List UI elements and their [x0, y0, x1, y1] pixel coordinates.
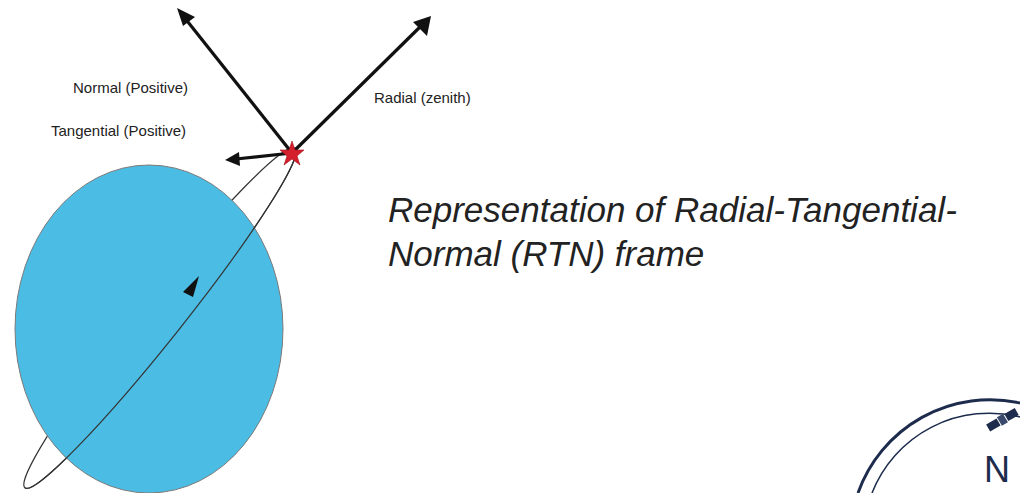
logo-ring-outer	[858, 400, 1020, 493]
normal-arrowhead	[177, 8, 195, 26]
normal-vector	[184, 17, 292, 153]
logo-ring-inner	[872, 413, 1020, 493]
orbit-ellipse	[8, 134, 313, 493]
logo-satellite	[986, 407, 1020, 432]
planet-body	[15, 165, 283, 493]
tangential-vector	[236, 153, 292, 159]
logo-letter: N	[984, 450, 1010, 490]
orbit-direction-arrow	[183, 276, 199, 297]
vector-label: Tangential (Positive)	[51, 122, 186, 140]
tangential-arrowhead	[225, 152, 240, 166]
radial-vector	[292, 24, 423, 153]
figure-caption: Representation of Radial-Tangential-Norm…	[388, 188, 1008, 276]
vector-label: Radial (zenith)	[374, 89, 471, 107]
vector-label: Normal (Positive)	[73, 79, 188, 97]
orbit-front-arc	[25, 148, 296, 488]
radial-arrowhead	[413, 16, 431, 36]
spacecraft-star	[280, 141, 304, 165]
